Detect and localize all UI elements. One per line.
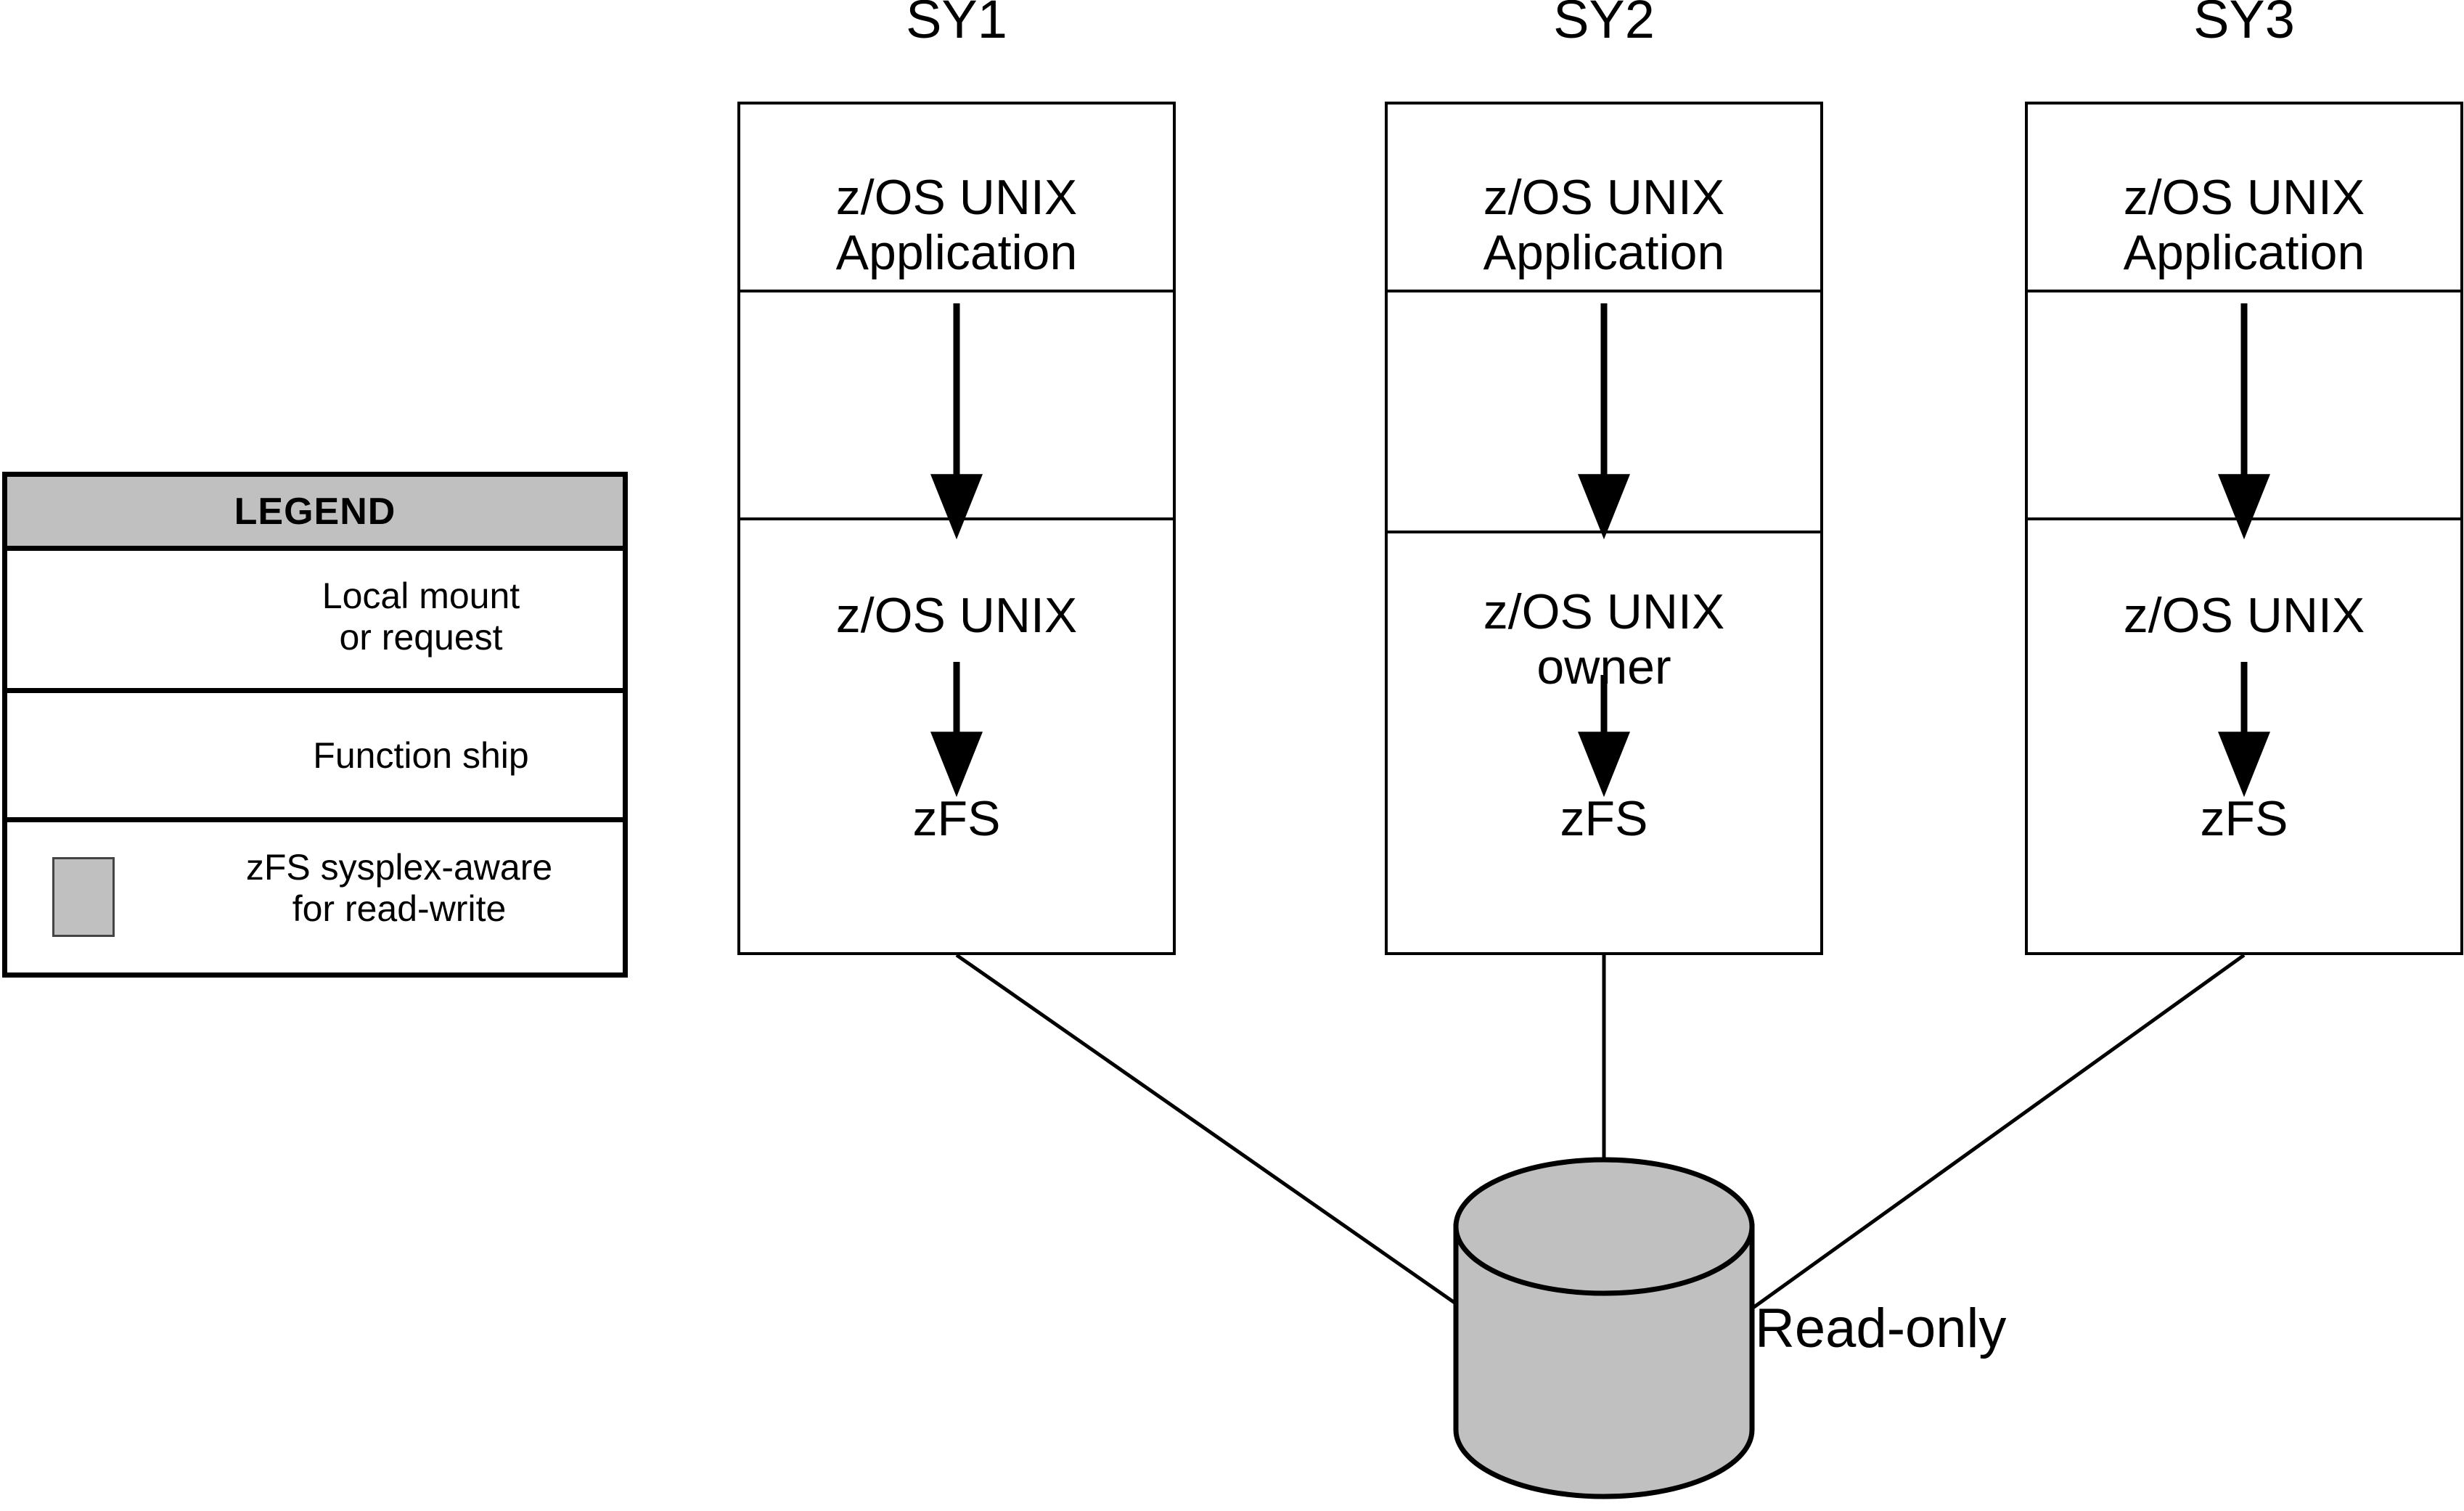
sy1-divider-1 <box>740 290 1173 292</box>
legend-item-local-mount-label: Local mount or request <box>225 576 617 658</box>
sy2-layer-zfs: zFS <box>1385 791 1823 846</box>
legend-item-sysplex-aware: zFS sysplex-aware for read-write <box>7 822 623 972</box>
legend-local-mount-line-1: Local mount <box>322 576 520 616</box>
sy1-zos-unix-line-1: z/OS UNIX <box>835 588 1078 643</box>
sy2-divider-2 <box>1388 531 1820 533</box>
sy3-divider-1 <box>2028 290 2460 292</box>
sy1-to-storage-connector <box>955 953 1475 1318</box>
sy1-application-line-2: Application <box>835 225 1078 281</box>
storage-connectors <box>955 953 2246 1318</box>
legend-box: LEGEND Local mount or request Function s… <box>2 472 628 978</box>
legend-item-function-ship-label: Function ship <box>225 735 617 777</box>
sy3-layer-zfs: zFS <box>2025 791 2463 846</box>
sy1-layer-zos-unix: z/OS UNIX <box>737 588 1176 643</box>
sy1-layer-zfs: zFS <box>737 791 1176 846</box>
legend-sysplex-aware-line-2: for read-write <box>292 888 507 929</box>
legend-heading: LEGEND <box>7 477 623 551</box>
sy3-application-line-1: z/OS UNIX <box>2123 170 2365 225</box>
storage-caption: Read-only <box>1755 1298 2007 1359</box>
sy1-stack-box <box>737 102 1176 955</box>
sy3-layer-zos-unix: z/OS UNIX <box>2025 588 2463 643</box>
sy3-layer-application: z/OS UNIX Application <box>2025 170 2463 280</box>
sy3-heading: SY3 <box>2193 0 2295 49</box>
sy2-stack-box <box>1385 102 1823 955</box>
sy2-application-line-1: z/OS UNIX <box>1483 170 1725 225</box>
sy1-layer-application: z/OS UNIX Application <box>737 170 1176 280</box>
sy2-layer-zos-unix-owner: z/OS UNIX owner <box>1385 584 1823 695</box>
sy2-zos-unix-line-2: owner <box>1536 639 1671 695</box>
sy3-stack-box <box>2025 102 2463 955</box>
sy3-zos-unix-line-1: z/OS UNIX <box>2123 588 2365 643</box>
sy3-divider-2 <box>2028 517 2460 520</box>
sy1-heading: SY1 <box>906 0 1007 49</box>
sy2-zfs-line-1: zFS <box>1560 791 1648 846</box>
gray-swatch-icon <box>52 857 115 937</box>
legend-item-sysplex-aware-label: zFS sysplex-aware for read-write <box>181 847 617 930</box>
sy2-divider-1 <box>1388 290 1820 292</box>
legend-local-mount-line-2: or request <box>339 617 503 658</box>
sy3-zfs-line-1: zFS <box>2200 791 2288 846</box>
sy3-application-line-2: Application <box>2123 225 2365 281</box>
legend-sysplex-aware-line-1: zFS sysplex-aware <box>245 847 553 888</box>
sy1-zfs-line-1: zFS <box>912 791 1001 846</box>
sy1-application-line-1: z/OS UNIX <box>835 170 1078 225</box>
sy1-divider-2 <box>740 517 1173 520</box>
legend-function-ship-line-1: Function ship <box>313 735 529 776</box>
sy2-application-line-2: Application <box>1483 225 1725 281</box>
sy2-heading: SY2 <box>1553 0 1655 49</box>
sy2-layer-application: z/OS UNIX Application <box>1385 170 1823 280</box>
sy2-zos-unix-line-1: z/OS UNIX <box>1483 584 1725 639</box>
storage-cylinder-icon <box>1453 1157 1755 1499</box>
legend-item-function-ship: Function ship <box>7 693 623 822</box>
sy3-to-storage-connector <box>1740 953 2246 1318</box>
legend-item-local-mount: Local mount or request <box>7 551 623 693</box>
